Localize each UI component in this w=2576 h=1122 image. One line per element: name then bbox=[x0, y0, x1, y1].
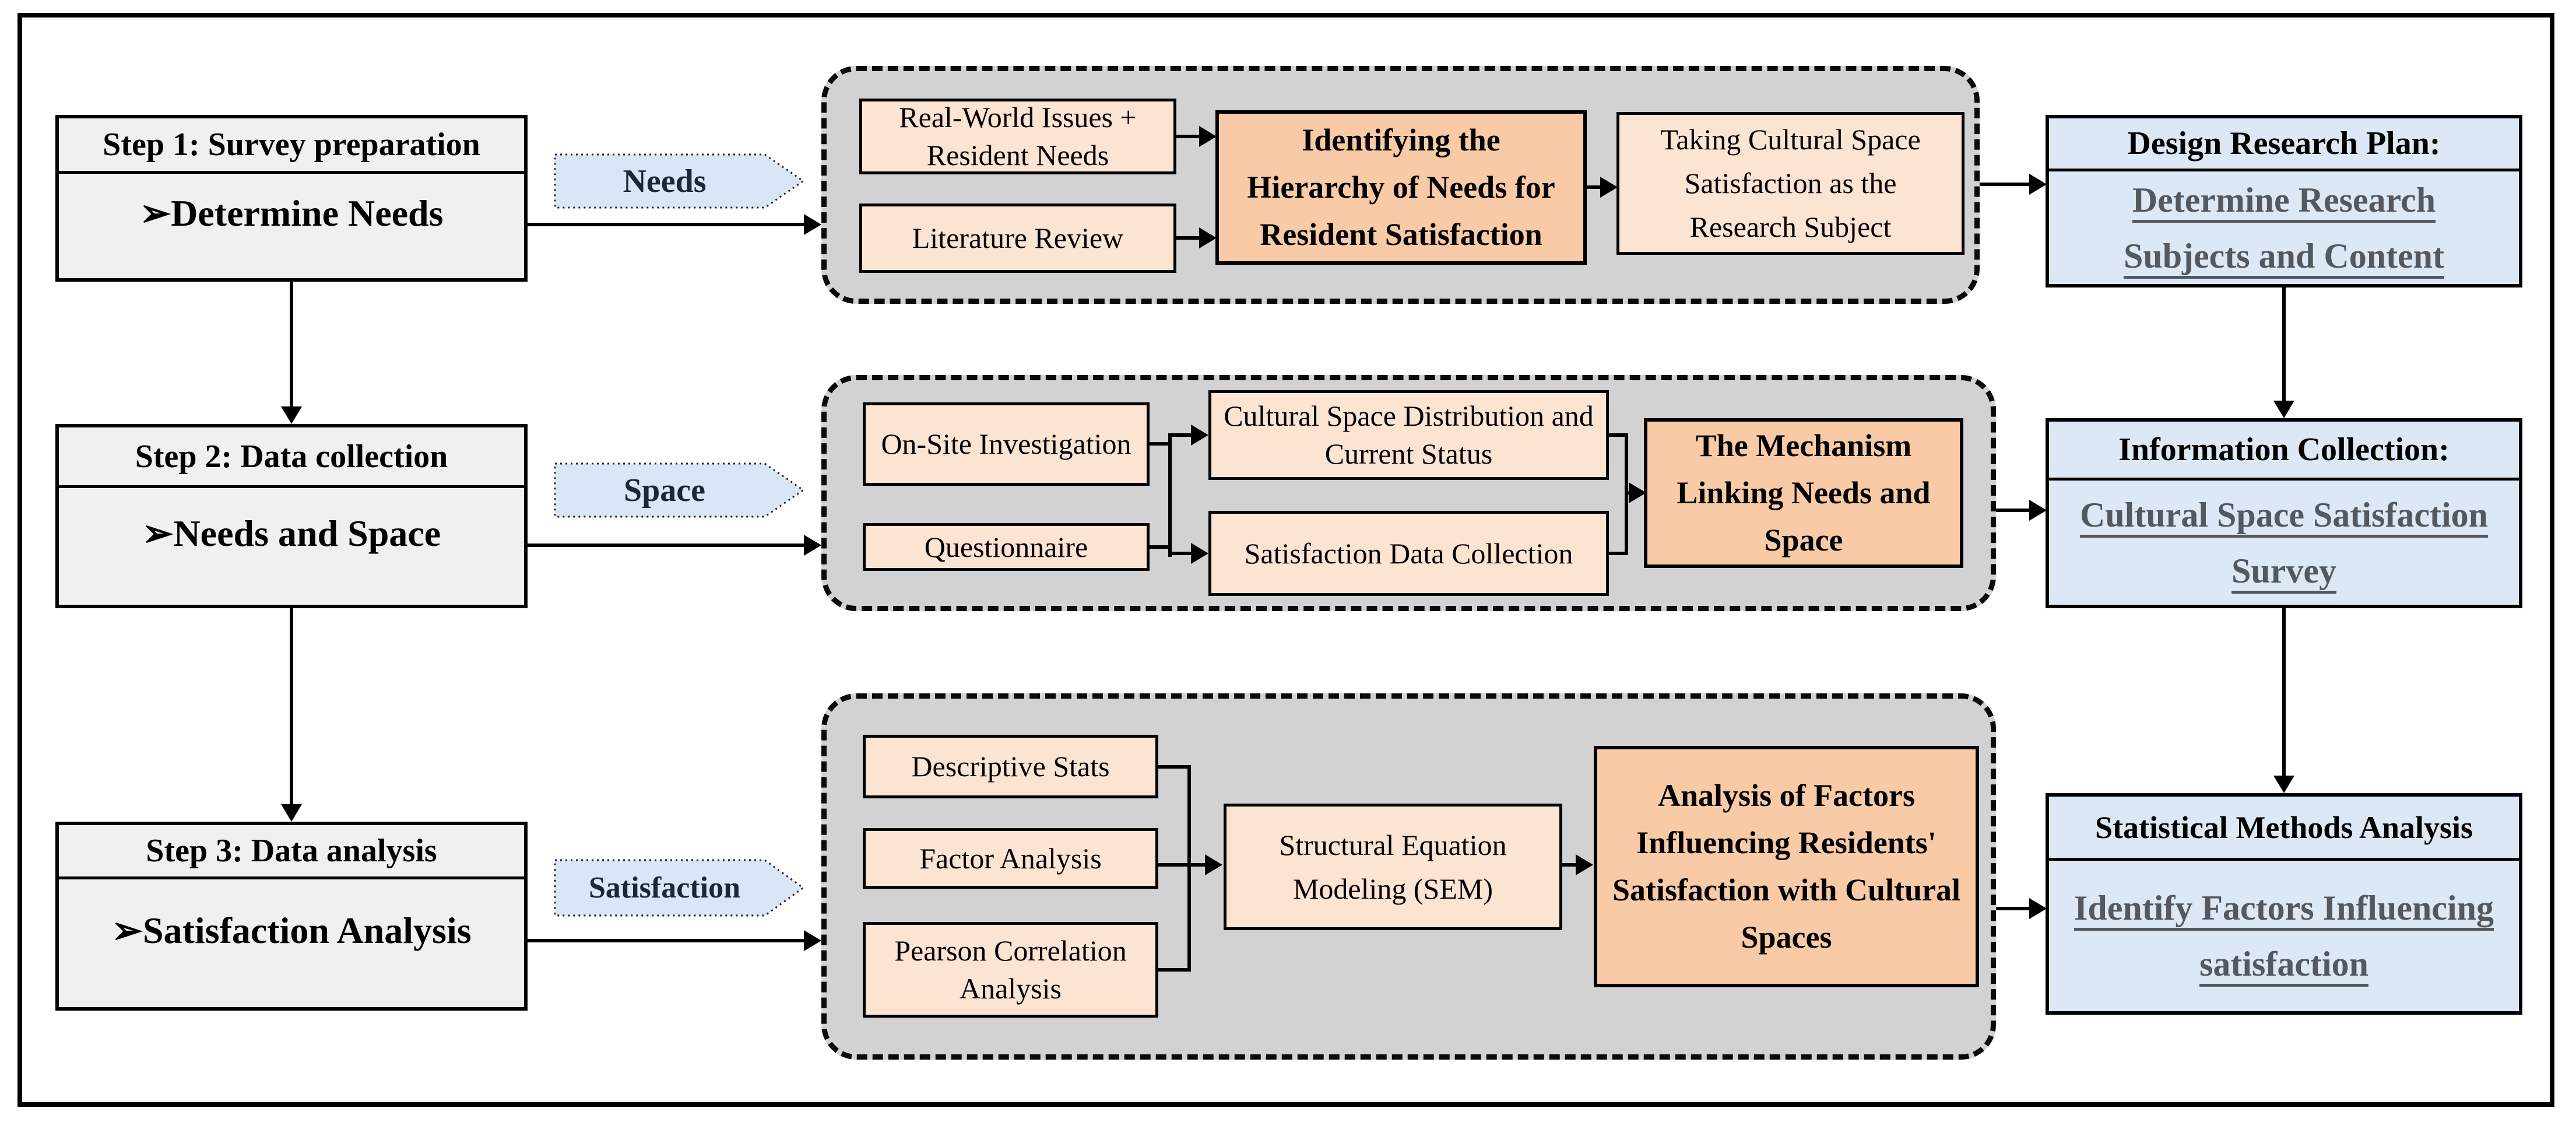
arrow-phase1-outcome1-head bbox=[2029, 174, 2047, 195]
arrow-sem-analysis-head bbox=[1576, 854, 1593, 875]
flow-label-space: Space bbox=[554, 462, 804, 518]
arrow-phase2-outcome2-head bbox=[2029, 500, 2047, 521]
bracket-phase3-vline bbox=[1187, 765, 1191, 972]
bracket-satisfaction-data-line bbox=[1609, 552, 1628, 555]
outcome-2-header: Information Collection: bbox=[2049, 422, 2519, 481]
step-box-3: Step 3: Data analysis ➢Satisfaction Anal… bbox=[55, 822, 528, 1011]
bracket-pearson-line bbox=[1158, 968, 1191, 972]
box-satisfaction-data-collection: Satisfaction Data Collection bbox=[1208, 511, 1609, 596]
step-3-body: ➢Satisfaction Analysis bbox=[111, 909, 472, 951]
arrow-to-satisfaction-data-head bbox=[1191, 543, 1208, 564]
outcome-1-body-text: Determine Research Subjects and Content bbox=[2123, 180, 2445, 275]
outcome-1-header: Design Research Plan: bbox=[2049, 118, 2519, 171]
step-box-1: Step 1: Survey preparation ➢Determine Ne… bbox=[55, 115, 528, 282]
bracket-phase2-vline bbox=[1168, 433, 1172, 557]
arrow-realworld-identifying-head bbox=[1199, 126, 1217, 147]
step-1-header: Step 1: Survey preparation bbox=[59, 118, 524, 174]
bracket-onsite-line bbox=[1150, 442, 1172, 446]
step-box-2: Step 2: Data collection ➢Needs and Space bbox=[55, 424, 528, 608]
arrow-to-sem-head bbox=[1205, 854, 1222, 875]
pentagon-arrow-shape bbox=[554, 462, 804, 518]
step-1-body: ➢Determine Needs bbox=[139, 192, 444, 234]
arrow-to-cultural-head bbox=[1191, 425, 1208, 446]
outcome-information-collection: Information Collection: Cultural Space S… bbox=[2046, 418, 2522, 608]
box-sem: Structural Equation Modeling (SEM) bbox=[1224, 804, 1562, 930]
outcome-2-body-text: Cultural Space Satisfaction Survey bbox=[2079, 495, 2489, 590]
outcome-2-body: Cultural Space Satisfaction Survey bbox=[2049, 481, 2519, 605]
arrow-to-mechanism-line bbox=[1625, 491, 1632, 495]
box-descriptive-stats: Descriptive Stats bbox=[863, 735, 1158, 798]
arrow-step1-phase1-line bbox=[528, 223, 804, 226]
box-factor-analysis: Factor Analysis bbox=[863, 828, 1158, 889]
flow-label-satisfaction: Satisfaction bbox=[554, 859, 804, 917]
arrow-outcome2-outcome3-head bbox=[2273, 776, 2294, 793]
outcome-1-body: Determine Research Subjects and Content bbox=[2049, 171, 2519, 284]
box-pearson-correlation: Pearson Correlation Analysis bbox=[863, 922, 1158, 1018]
arrow-step2-step3-line bbox=[290, 608, 293, 804]
arrow-step1-step2-line bbox=[290, 282, 293, 406]
arrow-to-cultural-line bbox=[1172, 433, 1192, 437]
arrow-step2-phase2-head bbox=[804, 535, 821, 556]
arrow-phase3-outcome3-line bbox=[1996, 907, 2029, 910]
arrow-step2-step3-head bbox=[281, 804, 302, 822]
arrow-phase1-outcome1-line bbox=[1980, 183, 2030, 186]
arrow-identifying-taking-line bbox=[1587, 185, 1601, 189]
outcome-3-body: Identify Factors Influencing satisfactio… bbox=[2049, 861, 2519, 1011]
arrow-to-sem-line bbox=[1158, 863, 1206, 867]
bracket-questionnaire-line bbox=[1150, 545, 1172, 549]
arrow-step1-phase1-head bbox=[804, 214, 821, 235]
arrow-literature-identifying-head bbox=[1199, 227, 1217, 248]
step-2-header: Step 2: Data collection bbox=[59, 427, 524, 488]
box-cultural-space-distribution: Cultural Space Distribution and Current … bbox=[1208, 390, 1609, 480]
step-2-body: ➢Needs and Space bbox=[142, 513, 441, 554]
arrow-identifying-taking-head bbox=[1600, 177, 1618, 198]
box-mechanism-linking: The Mechanism Linking Needs and Space bbox=[1644, 418, 1963, 568]
arrow-outcome2-outcome3-line bbox=[2282, 608, 2286, 776]
arrow-literature-identifying-line bbox=[1176, 236, 1201, 240]
arrow-sem-analysis-line bbox=[1562, 863, 1577, 867]
arrow-phase2-outcome2-line bbox=[1996, 509, 2029, 512]
box-analysis-of-factors: Analysis of Factors Influencing Resident… bbox=[1594, 746, 1979, 987]
arrow-to-satisfaction-data-line bbox=[1172, 552, 1192, 555]
pentagon-arrow-shape bbox=[554, 859, 804, 917]
flow-label-needs: Needs bbox=[554, 153, 804, 209]
arrow-step1-step2-head bbox=[281, 406, 302, 424]
flow-label-text: Space bbox=[624, 472, 705, 509]
outcome-3-header: Statistical Methods Analysis bbox=[2049, 797, 2519, 861]
bracket-cultural-line bbox=[1609, 433, 1628, 437]
arrow-to-mechanism-head bbox=[1629, 482, 1646, 503]
arrow-outcome1-outcome2-head bbox=[2273, 401, 2294, 418]
step-3-header: Step 3: Data analysis bbox=[59, 825, 524, 879]
pentagon-arrow-shape bbox=[554, 153, 804, 209]
box-taking-cultural-space: Taking Cultural Space Satisfaction as th… bbox=[1616, 112, 1964, 255]
box-questionnaire: Questionnaire bbox=[863, 523, 1150, 571]
box-identifying-hierarchy: Identifying the Hierarchy of Needs for R… bbox=[1215, 110, 1587, 265]
bracket-descriptive-line bbox=[1158, 765, 1191, 769]
arrow-step3-phase3-head bbox=[804, 930, 821, 951]
outcome-3-body-text: Identify Factors Influencing satisfactio… bbox=[2074, 889, 2494, 983]
arrow-step2-phase2-line bbox=[528, 544, 804, 547]
flow-label-text: Satisfaction bbox=[589, 871, 740, 904]
arrow-step3-phase3-line bbox=[528, 939, 804, 942]
arrow-realworld-identifying-line bbox=[1176, 135, 1201, 138]
box-on-site-investigation: On-Site Investigation bbox=[863, 402, 1150, 486]
arrow-outcome1-outcome2-line bbox=[2282, 287, 2286, 401]
box-real-world-issues: Real-World Issues + Resident Needs bbox=[859, 99, 1176, 174]
arrow-phase3-outcome3-head bbox=[2029, 898, 2047, 919]
outcome-design-research-plan: Design Research Plan: Determine Research… bbox=[2046, 115, 2522, 287]
box-literature-review: Literature Review bbox=[859, 204, 1176, 273]
outcome-statistical-methods: Statistical Methods Analysis Identify Fa… bbox=[2046, 793, 2522, 1015]
flow-label-text: Needs bbox=[623, 163, 707, 199]
